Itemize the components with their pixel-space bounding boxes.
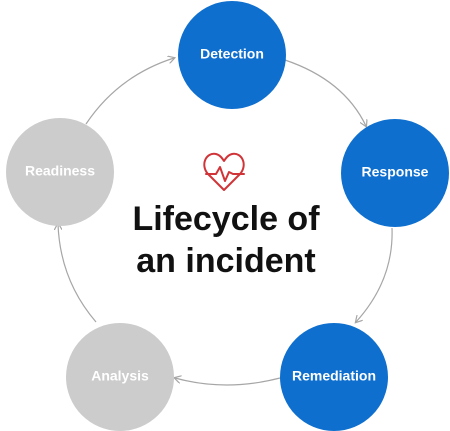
stage-analysis-label: Analysis: [91, 368, 149, 384]
stage-readiness-circle: [6, 118, 114, 226]
stage-response-circle: [341, 119, 449, 227]
arrow-remediation-to-analysis: [175, 378, 281, 386]
title-line-2: an incident: [136, 242, 315, 280]
stage-response-label: Response: [362, 164, 429, 180]
arrow-detection-to-response: [284, 59, 366, 126]
stage-analysis: Analysis: [66, 323, 174, 431]
stage-remediation-circle: [280, 323, 388, 431]
stage-readiness-label: Readiness: [25, 163, 95, 179]
stage-remediation-label: Remediation: [292, 368, 376, 384]
stage-response: Response: [341, 119, 449, 227]
stage-remediation: Remediation: [280, 323, 388, 431]
stage-detection: Detection: [178, 1, 286, 109]
heart-pulse-icon: [203, 152, 245, 191]
cycle-arrows: [58, 58, 393, 386]
arrow-readiness-to-detection: [85, 58, 174, 125]
stage-detection-label: Detection: [200, 46, 264, 62]
stage-analysis-circle: [66, 323, 174, 431]
title-line-1: Lifecycle of: [132, 200, 320, 238]
arrow-analysis-to-readiness: [58, 224, 97, 323]
arrow-response-to-remediation: [356, 227, 393, 322]
stage-readiness: Readiness: [6, 118, 114, 226]
stage-detection-circle: [178, 1, 286, 109]
